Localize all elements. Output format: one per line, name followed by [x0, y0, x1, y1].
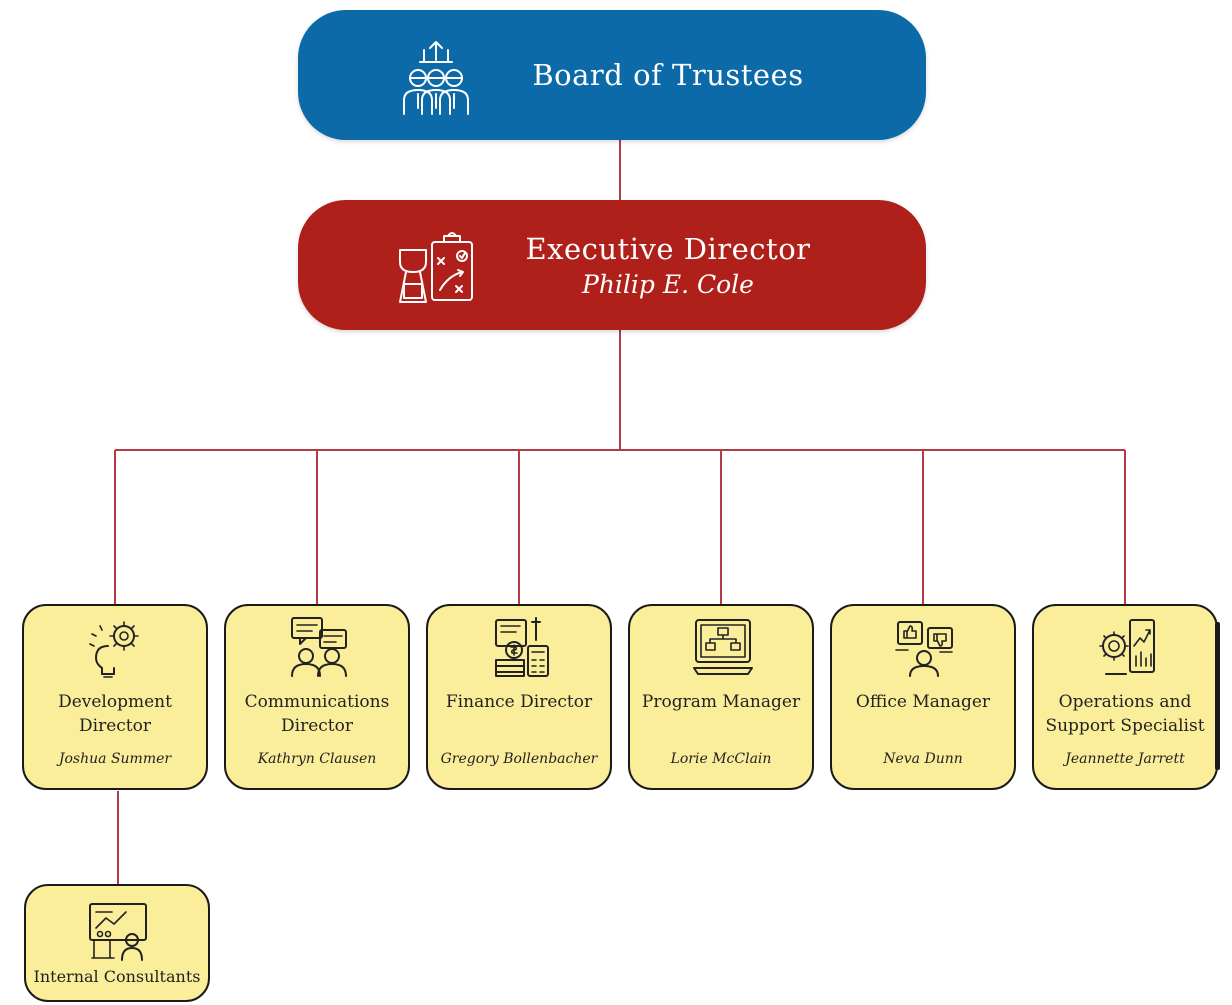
board-group-icon: [403, 41, 469, 115]
role-line-1: Operations and: [1058, 692, 1192, 712]
role-line-1: Development: [58, 692, 172, 712]
finance-director-person: Gregory Bollenbacher: [440, 751, 598, 767]
role-line-1: Office Manager: [855, 692, 991, 712]
internal-consultants-role: Internal Consultants: [33, 967, 201, 986]
finance-director-node: Finance Director Gregory Bollenbacher: [426, 604, 612, 790]
right-edge-mark: [1215, 622, 1220, 770]
role-line-1: Communications: [244, 692, 390, 712]
strategy-plan-icon: [399, 232, 473, 303]
office-feedback-icon: [895, 621, 953, 677]
gear-lightbulb-icon: [89, 621, 139, 678]
development-director-node: Development Director Joshua Summer: [22, 604, 208, 790]
office-manager-person: Neva Dunn: [883, 751, 963, 767]
office-manager-node: Office Manager Neva Dunn: [830, 604, 1016, 790]
conversation-icon: [291, 617, 347, 677]
finance-calculator-icon: [495, 617, 549, 677]
operations-support-specialist-node: Operations and Support Specialist Jeanne…: [1032, 604, 1218, 790]
internal-consultants-node: Internal Consultants: [24, 884, 210, 1002]
operations-chart-icon: [1099, 619, 1155, 675]
role-line-2: Director: [281, 716, 353, 736]
role-line-2: Support Specialist: [1045, 716, 1205, 736]
board-title: Board of Trustees: [532, 58, 804, 92]
program-manager-person: Lorie McClain: [670, 751, 772, 767]
operations-support-specialist-role: Operations and Support Specialist: [1038, 690, 1212, 738]
communications-director-role: Communications Director: [230, 690, 404, 738]
program-manager-node: Program Manager Lorie McClain: [628, 604, 814, 790]
executive-person: Philip E. Cole: [582, 270, 754, 299]
executive-title: Executive Director: [525, 232, 811, 266]
role-line-2: Director: [79, 716, 151, 736]
communications-director-node: Communications Director Kathryn Clausen: [224, 604, 410, 790]
development-director-person: Joshua Summer: [58, 751, 172, 767]
program-manager-role: Program Manager: [634, 690, 808, 714]
role-line-1: Program Manager: [641, 692, 801, 712]
executive-director-node: Executive Director Philip E. Cole: [298, 200, 926, 330]
program-flowchart-icon: [693, 619, 753, 675]
office-manager-role: Office Manager: [836, 690, 1010, 714]
finance-director-role: Finance Director: [432, 690, 606, 714]
presentation-board-icon: [89, 903, 147, 961]
development-director-role: Development Director: [28, 690, 202, 738]
role-line-1: Finance Director: [445, 692, 593, 712]
board-of-trustees-node: Board of Trustees: [298, 10, 926, 140]
communications-director-person: Kathryn Clausen: [257, 751, 377, 767]
operations-support-specialist-person: Jeannette Jarrett: [1065, 751, 1185, 767]
